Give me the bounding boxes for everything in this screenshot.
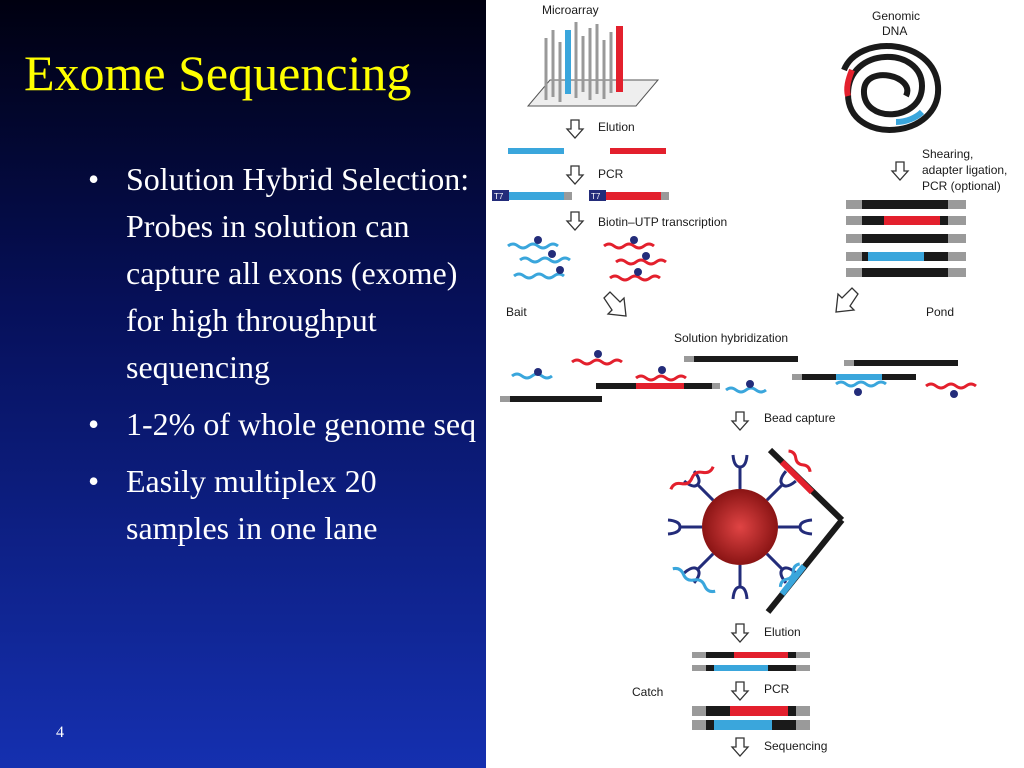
label-pcr-2: PCR (764, 682, 790, 696)
streptavidin-bead (666, 447, 845, 614)
bullet-list: Solution Hybrid Selection: Probes in sol… (88, 156, 480, 562)
label-hybridization: Solution hybridization (674, 331, 788, 345)
pcr-product-red: T7 (589, 190, 669, 201)
diagonal-arrow-icon (603, 291, 627, 317)
label-pond: Pond (926, 305, 954, 319)
label-shearing: Shearing, (922, 147, 973, 161)
pond-library (846, 200, 966, 277)
label-bead-capture: Bead capture (764, 411, 836, 425)
label-t7: T7 (591, 192, 601, 201)
label-pcr-optional: PCR (optional) (922, 179, 1001, 193)
down-arrow-icon (891, 161, 909, 181)
label-elution-2: Elution (764, 625, 801, 639)
down-arrow-icon (731, 623, 749, 643)
pcr-product-blue: T7 (492, 190, 572, 201)
catch-products (692, 652, 810, 671)
label-elution: Elution (598, 120, 635, 134)
amplified-catch (692, 706, 810, 730)
label-transcription: Biotin–UTP transcription (598, 215, 727, 229)
microarray: Microarray (526, 3, 660, 107)
down-arrow-icon (731, 737, 749, 757)
down-arrow-icon (731, 681, 749, 701)
down-arrow-icon (566, 119, 584, 139)
genomic-dna-coil: Genomic DNA (841, 9, 942, 133)
bullet-item: Solution Hybrid Selection: Probes in sol… (88, 156, 480, 391)
label-pcr: PCR (598, 167, 624, 181)
label-sequencing: Sequencing (764, 739, 827, 753)
diagram-svg: Microarray Elution PCR T7 T7 Biotin–UTP (492, 3, 1007, 757)
down-arrow-icon (566, 211, 584, 231)
label-t7: T7 (494, 192, 504, 201)
label-dna: DNA (882, 24, 907, 38)
diagonal-arrow-icon (835, 287, 859, 313)
label-microarray: Microarray (542, 3, 599, 17)
slide-title: Exome Sequencing (24, 45, 412, 101)
label-genomic: Genomic (872, 9, 920, 23)
bait-probes (507, 236, 667, 282)
label-adapter-ligation: adapter ligation, (922, 163, 1007, 177)
hybridization-mixture (500, 350, 977, 402)
page-number: 4 (56, 724, 64, 741)
bullet-item: Easily multiplex 20 samples in one lane (88, 458, 480, 552)
down-arrow-icon (566, 165, 584, 185)
bullet-item: 1-2% of whole genome seq (88, 401, 480, 448)
exome-capture-diagram: Microarray Elution PCR T7 T7 Biotin–UTP (486, 0, 1024, 768)
label-catch: Catch (632, 685, 663, 699)
down-arrow-icon (731, 411, 749, 431)
label-bait: Bait (506, 305, 527, 319)
